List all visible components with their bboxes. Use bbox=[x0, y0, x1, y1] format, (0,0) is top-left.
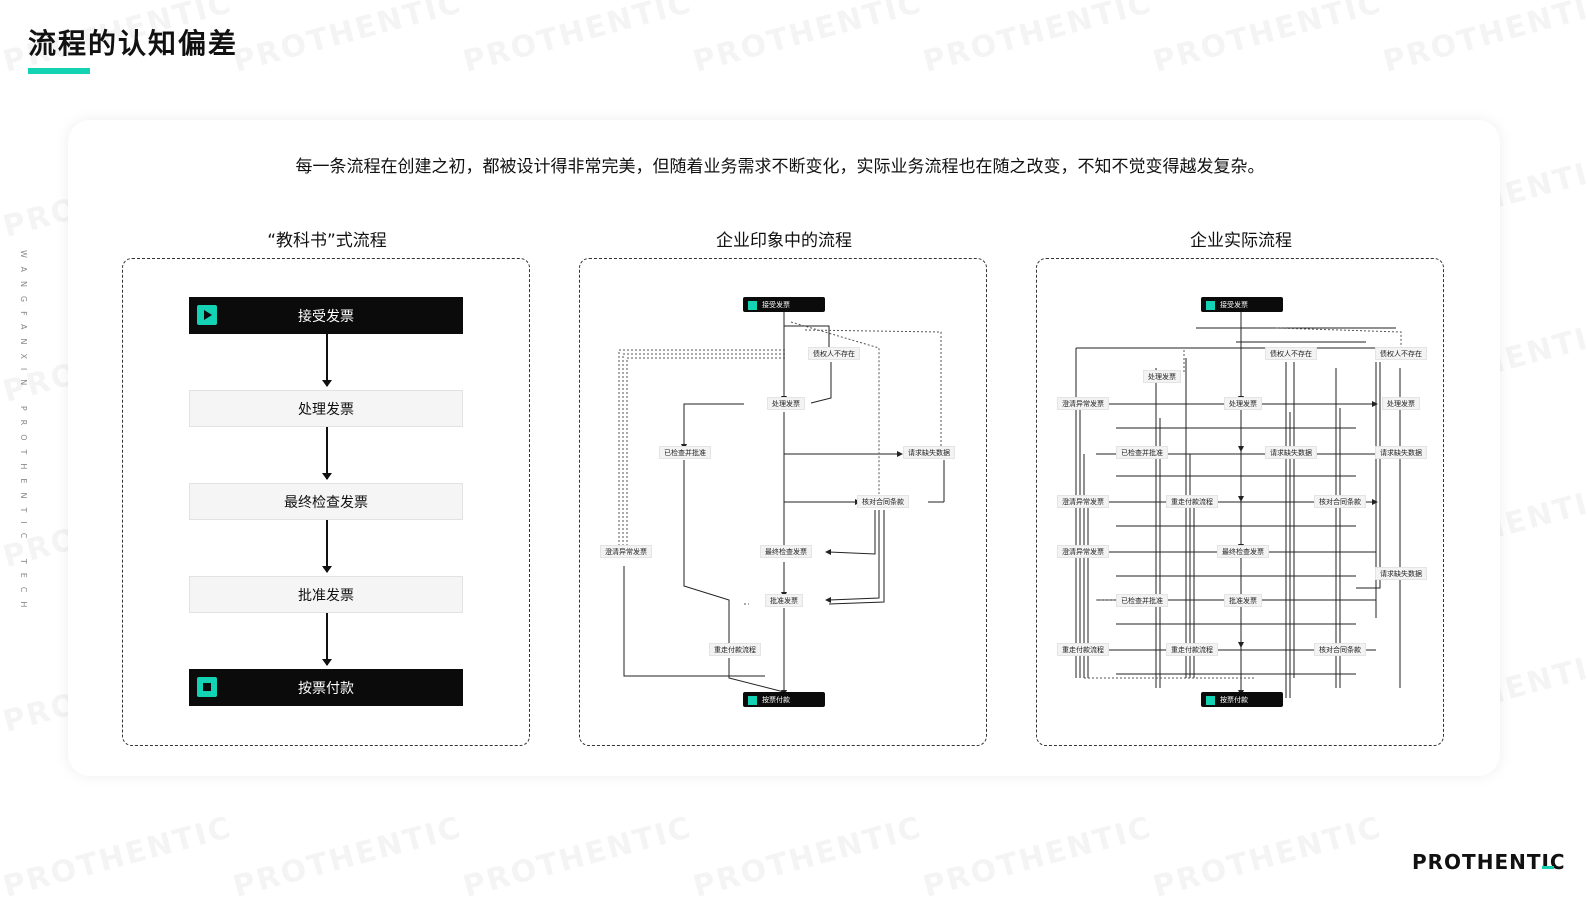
flow-node-label: 处理发票 bbox=[298, 401, 354, 418]
flow-node-approve-invoice: 批准发票 bbox=[189, 576, 463, 613]
flow-node-label: 批准发票 bbox=[298, 587, 354, 604]
flow-node-label: 按票付款 bbox=[298, 680, 354, 697]
actual-node-approve-invoice: 批准发票 bbox=[1224, 594, 1262, 607]
actual-node-request-missing-data: 请求缺失数据 bbox=[1265, 446, 1317, 459]
watermark: PROTHENTIC bbox=[229, 810, 465, 905]
actual-node-clarify-exception: 澄清异常发票 bbox=[1057, 545, 1109, 558]
actual-node-process-invoice: 处理发票 bbox=[1224, 397, 1262, 410]
flow-node-pay-invoice: 按票付款 bbox=[189, 669, 463, 706]
watermark: PROTHENTIC bbox=[229, 0, 465, 80]
actual-node-check-contract-terms: 核对合同条款 bbox=[1314, 495, 1366, 508]
watermark: PROTHENTIC bbox=[689, 810, 925, 905]
actual-node-check-contract-terms: 核对合同条款 bbox=[1314, 643, 1366, 656]
flow-arrow bbox=[323, 520, 331, 573]
perceived-node-pay-invoice: 按票付款 bbox=[743, 692, 825, 707]
actual-node-redo-payment: 重走付款流程 bbox=[1166, 495, 1218, 508]
column-title-perceived: 企业印象中的流程 bbox=[716, 231, 852, 251]
watermark: PROTHENTIC bbox=[1379, 0, 1587, 80]
actual-node-request-missing-data: 请求缺失数据 bbox=[1375, 446, 1427, 459]
watermark: PROTHENTIC bbox=[459, 810, 695, 905]
actual-node-clarify-exception: 澄清异常发票 bbox=[1057, 397, 1109, 410]
intro-text: 每一条流程在创建之初，都被设计得非常完美，但随着业务需求不断变化，实际业务流程也… bbox=[295, 157, 1265, 177]
watermark: PROTHENTIC bbox=[1149, 0, 1385, 80]
actual-node-checked-approved: 已检查并批准 bbox=[1116, 446, 1168, 459]
actual-node-request-missing-data: 请求缺失数据 bbox=[1375, 567, 1427, 580]
watermark: PROTHENTIC bbox=[0, 810, 236, 905]
actual-node-receive-invoice: 接受发票 bbox=[1201, 297, 1283, 312]
perceived-node-process-invoice: 处理发票 bbox=[767, 397, 805, 410]
play-icon bbox=[748, 301, 757, 310]
watermark: PROTHENTIC bbox=[919, 0, 1155, 80]
textbook-flow-box bbox=[122, 258, 530, 746]
node-label: 按票付款 bbox=[1220, 696, 1248, 704]
column-title-actual: 企业实际流程 bbox=[1190, 231, 1292, 251]
flow-node-final-check: 最终检查发票 bbox=[189, 483, 463, 520]
actual-node-redo-payment: 重走付款流程 bbox=[1166, 643, 1218, 656]
perceived-node-final-check: 最终检查发票 bbox=[760, 545, 812, 558]
perceived-node-redo-payment: 重走付款流程 bbox=[709, 643, 761, 656]
watermark: PROTHENTIC bbox=[689, 0, 925, 80]
perceived-node-creditor-missing: 债权人不存在 bbox=[808, 347, 860, 360]
flow-node-process-invoice: 处理发票 bbox=[189, 390, 463, 427]
perceived-node-approve-invoice: 批准发票 bbox=[765, 594, 803, 607]
actual-node-process-invoice: 处理发票 bbox=[1143, 370, 1181, 383]
flow-arrow bbox=[323, 427, 331, 480]
stop-icon bbox=[1206, 696, 1215, 705]
perceived-node-receive-invoice: 接受发票 bbox=[743, 297, 825, 312]
perceived-node-request-missing-data: 请求缺失数据 bbox=[903, 446, 955, 459]
play-icon bbox=[197, 305, 217, 325]
flow-node-receive-invoice: 接受发票 bbox=[189, 297, 463, 334]
page-title: 流程的认知偏差 bbox=[28, 27, 239, 60]
actual-node-checked-approved: 已检查并批准 bbox=[1116, 594, 1168, 607]
flow-node-label: 最终检查发票 bbox=[284, 494, 368, 511]
actual-node-clarify-exception: 澄清异常发票 bbox=[1057, 495, 1109, 508]
watermark: PROTHENTIC bbox=[459, 0, 695, 80]
flow-arrow bbox=[323, 334, 331, 387]
node-label: 接受发票 bbox=[1220, 301, 1248, 309]
perceived-flow-connectors bbox=[618, 312, 945, 696]
perceived-node-check-contract-terms: 核对合同条款 bbox=[857, 495, 909, 508]
actual-node-creditor-missing: 债权人不存在 bbox=[1265, 347, 1317, 360]
perceived-flow-box bbox=[579, 258, 987, 746]
flow-node-label: 接受发票 bbox=[298, 308, 354, 325]
actual-node-final-check: 最终检查发票 bbox=[1217, 545, 1269, 558]
perceived-node-clarify-exception: 澄清异常发票 bbox=[600, 545, 652, 558]
side-vertical-text: WANGFANXIN PROTHENTIC TECH bbox=[19, 250, 28, 617]
watermark: PROTHENTIC bbox=[919, 810, 1155, 905]
title-underline bbox=[28, 68, 90, 74]
actual-node-pay-invoice: 按票付款 bbox=[1201, 692, 1283, 707]
node-label: 按票付款 bbox=[762, 696, 790, 704]
column-title-textbook: “教科书”式流程 bbox=[267, 231, 387, 251]
brand-logo-accent bbox=[1542, 866, 1554, 869]
actual-node-process-invoice: 处理发票 bbox=[1382, 397, 1420, 410]
actual-flow-box bbox=[1036, 258, 1444, 746]
perceived-node-checked-approved: 已检查并批准 bbox=[659, 446, 711, 459]
actual-node-redo-payment: 重走付款流程 bbox=[1057, 643, 1109, 656]
play-icon bbox=[1206, 301, 1215, 310]
stop-icon bbox=[748, 696, 757, 705]
node-label: 接受发票 bbox=[762, 301, 790, 309]
actual-node-creditor-missing: 债权人不存在 bbox=[1375, 347, 1427, 360]
flow-arrow bbox=[323, 613, 331, 666]
brand-logo: PROTHENTIC bbox=[1412, 850, 1566, 874]
stop-icon bbox=[197, 677, 217, 697]
watermark: PROTHENTIC bbox=[1149, 810, 1385, 905]
